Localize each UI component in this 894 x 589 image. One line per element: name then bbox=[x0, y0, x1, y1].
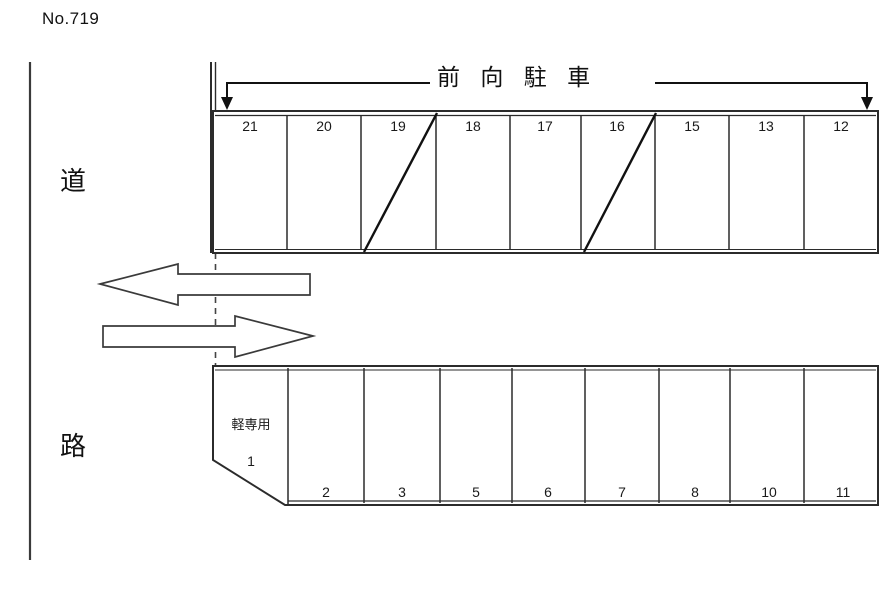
stall-label-bottom-0: 2 bbox=[322, 484, 330, 500]
front-in-arrow-head-left bbox=[221, 97, 233, 110]
stall-16-diagonal-line bbox=[582, 112, 658, 253]
stall-label-top-2: 19 bbox=[390, 118, 406, 134]
top-row-dividers bbox=[286, 115, 805, 250]
aisle-arrow-right bbox=[102, 314, 317, 359]
stall-label-bottom-4: 7 bbox=[618, 484, 626, 500]
stall-label-top-3: 18 bbox=[465, 118, 481, 134]
front-in-parking-title: 前 向 駐 車 bbox=[437, 64, 598, 90]
stall-label-bottom-6: 10 bbox=[761, 484, 777, 500]
document-number: No.719 bbox=[42, 9, 100, 28]
kei-only-label: 軽専用 bbox=[231, 417, 271, 432]
stall-label-bottom-1: 3 bbox=[398, 484, 406, 500]
front-in-parking-arrow bbox=[226, 82, 868, 100]
stall-label-bottom-5: 8 bbox=[691, 484, 699, 500]
stall-label-bottom-3: 6 bbox=[544, 484, 552, 500]
road-label-upper: 道 bbox=[60, 166, 87, 196]
top-block-outline bbox=[212, 110, 879, 254]
aisle-arrow-left bbox=[96, 262, 311, 307]
stall-label-bottom-7: 11 bbox=[835, 484, 851, 500]
stall-label-top-8: 12 bbox=[833, 118, 849, 134]
front-in-arrow-head-right bbox=[861, 97, 873, 110]
stall-label-top-5: 16 bbox=[609, 118, 625, 134]
bottom-row-dividers bbox=[287, 368, 805, 504]
stall-label-top-0: 21 bbox=[242, 118, 258, 134]
bottom-block-outline bbox=[212, 365, 879, 506]
stall-label-top-1: 20 bbox=[316, 118, 332, 134]
stall-19-diagonal-line bbox=[362, 112, 439, 253]
stall-label-top-6: 15 bbox=[684, 118, 700, 134]
stall-label-bottom-kei: 1 bbox=[247, 453, 255, 469]
stall-label-top-4: 17 bbox=[537, 118, 553, 134]
stall-label-bottom-2: 5 bbox=[472, 484, 480, 500]
road-label-lower: 路 bbox=[60, 431, 87, 461]
stall-label-top-7: 13 bbox=[758, 118, 774, 134]
